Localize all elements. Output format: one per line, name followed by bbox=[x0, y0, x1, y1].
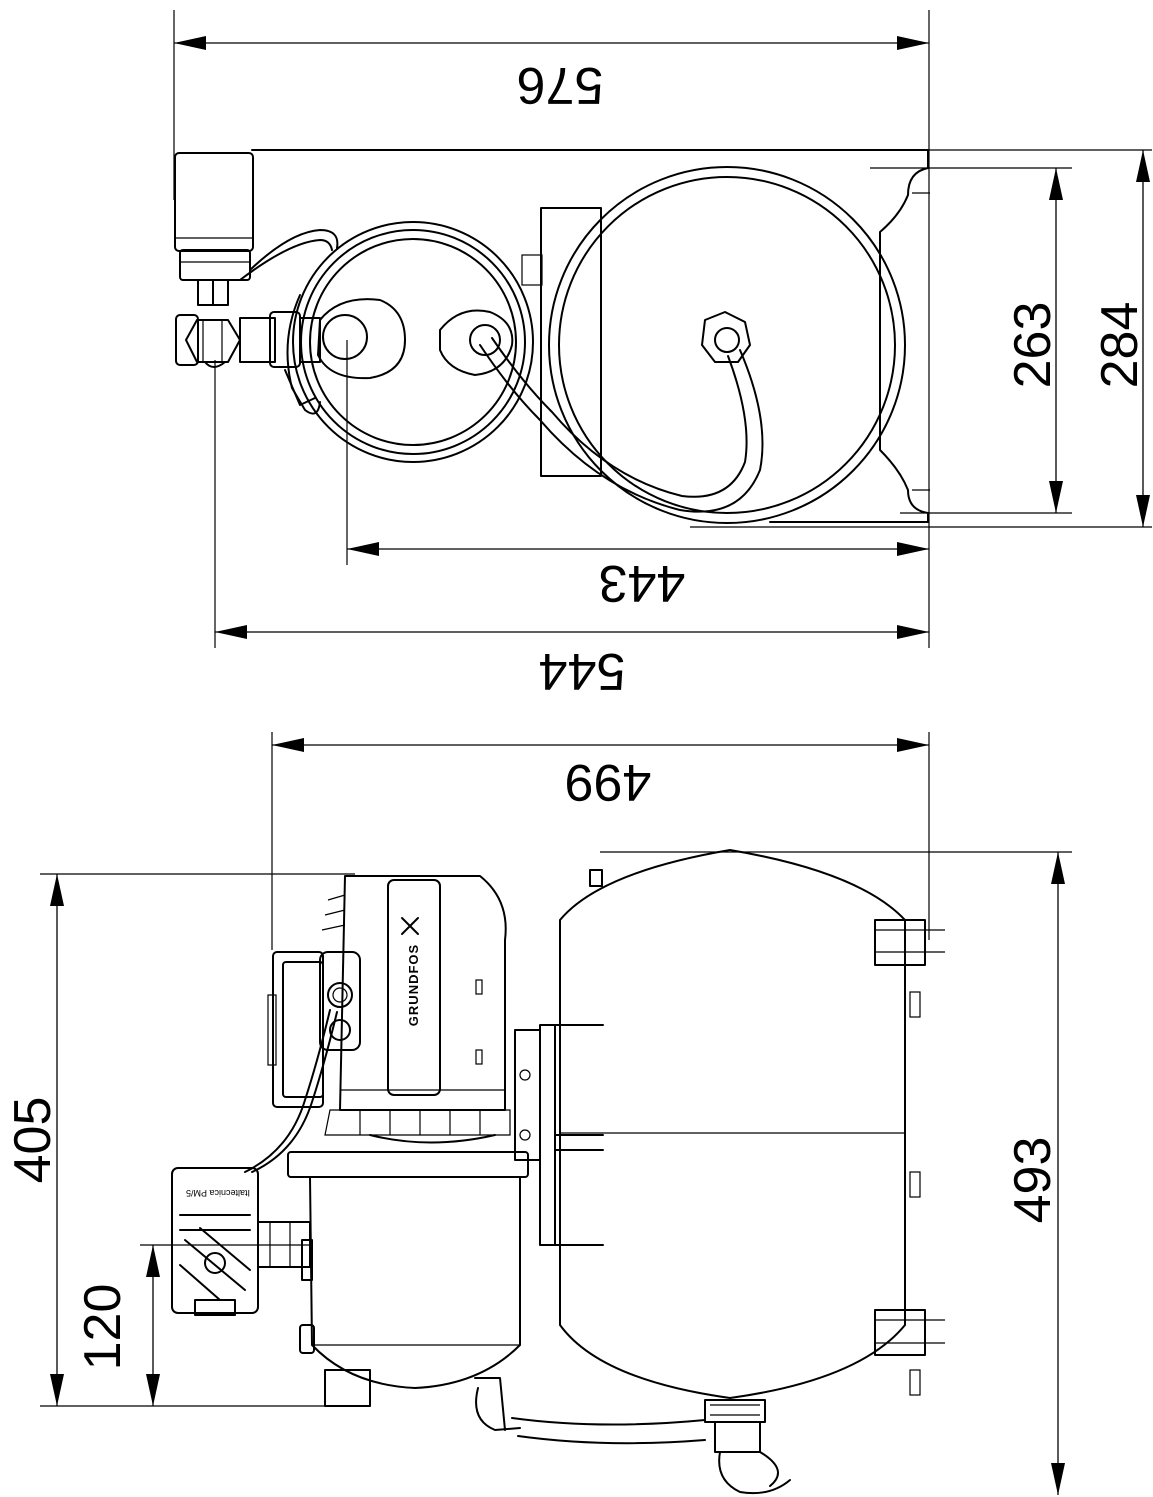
outlet-fitting-top bbox=[175, 311, 321, 368]
pump-housing-top bbox=[284, 221, 534, 463]
dimension-284: 284 bbox=[1091, 150, 1150, 527]
dimension-120: 120 bbox=[74, 1245, 160, 1406]
top-view: 576 263 284 443 544 bbox=[173, 10, 1152, 700]
dimension-263-label: 263 bbox=[1004, 302, 1062, 389]
grundfos-x-logo bbox=[401, 917, 419, 935]
dimension-493: 493 bbox=[1004, 852, 1065, 1495]
pressure-switch-top bbox=[174, 152, 254, 306]
dimension-120-label: 120 bbox=[74, 1284, 132, 1371]
dimension-544-label: 544 bbox=[539, 642, 626, 700]
brand-label: GRUNDFOS bbox=[406, 944, 421, 1026]
pump-housing-side bbox=[287, 1151, 529, 1407]
tank-outlet-hose bbox=[474, 1377, 791, 1495]
dimension-493-label: 493 bbox=[1004, 1137, 1062, 1224]
switch-label: Italtecnica PM/5 bbox=[186, 1188, 250, 1198]
tank-side bbox=[559, 849, 945, 1399]
dimension-443: 443 bbox=[347, 542, 929, 612]
base-plate-outline bbox=[251, 149, 929, 523]
dimension-576-label: 576 bbox=[517, 56, 604, 114]
motor-side: GRUNDFOS bbox=[267, 875, 511, 1144]
side-view: 499 405 120 493 bbox=[4, 732, 1072, 1495]
dimension-405-label: 405 bbox=[4, 1097, 62, 1184]
dimension-576: 576 bbox=[174, 36, 929, 114]
pressure-switch-side: Italtecnica PM/5 bbox=[171, 1167, 311, 1316]
dimension-499-label: 499 bbox=[565, 753, 652, 811]
dimension-284-label: 284 bbox=[1091, 302, 1149, 389]
dimension-263: 263 bbox=[1004, 168, 1063, 513]
dimension-405: 405 bbox=[4, 874, 64, 1406]
tank-bracket-side bbox=[514, 1024, 604, 1246]
bracket-top bbox=[540, 207, 602, 477]
dimension-544: 544 bbox=[215, 625, 929, 700]
dimension-499: 499 bbox=[272, 738, 929, 811]
dimension-443-label: 443 bbox=[599, 554, 686, 612]
tank-top bbox=[548, 166, 906, 524]
